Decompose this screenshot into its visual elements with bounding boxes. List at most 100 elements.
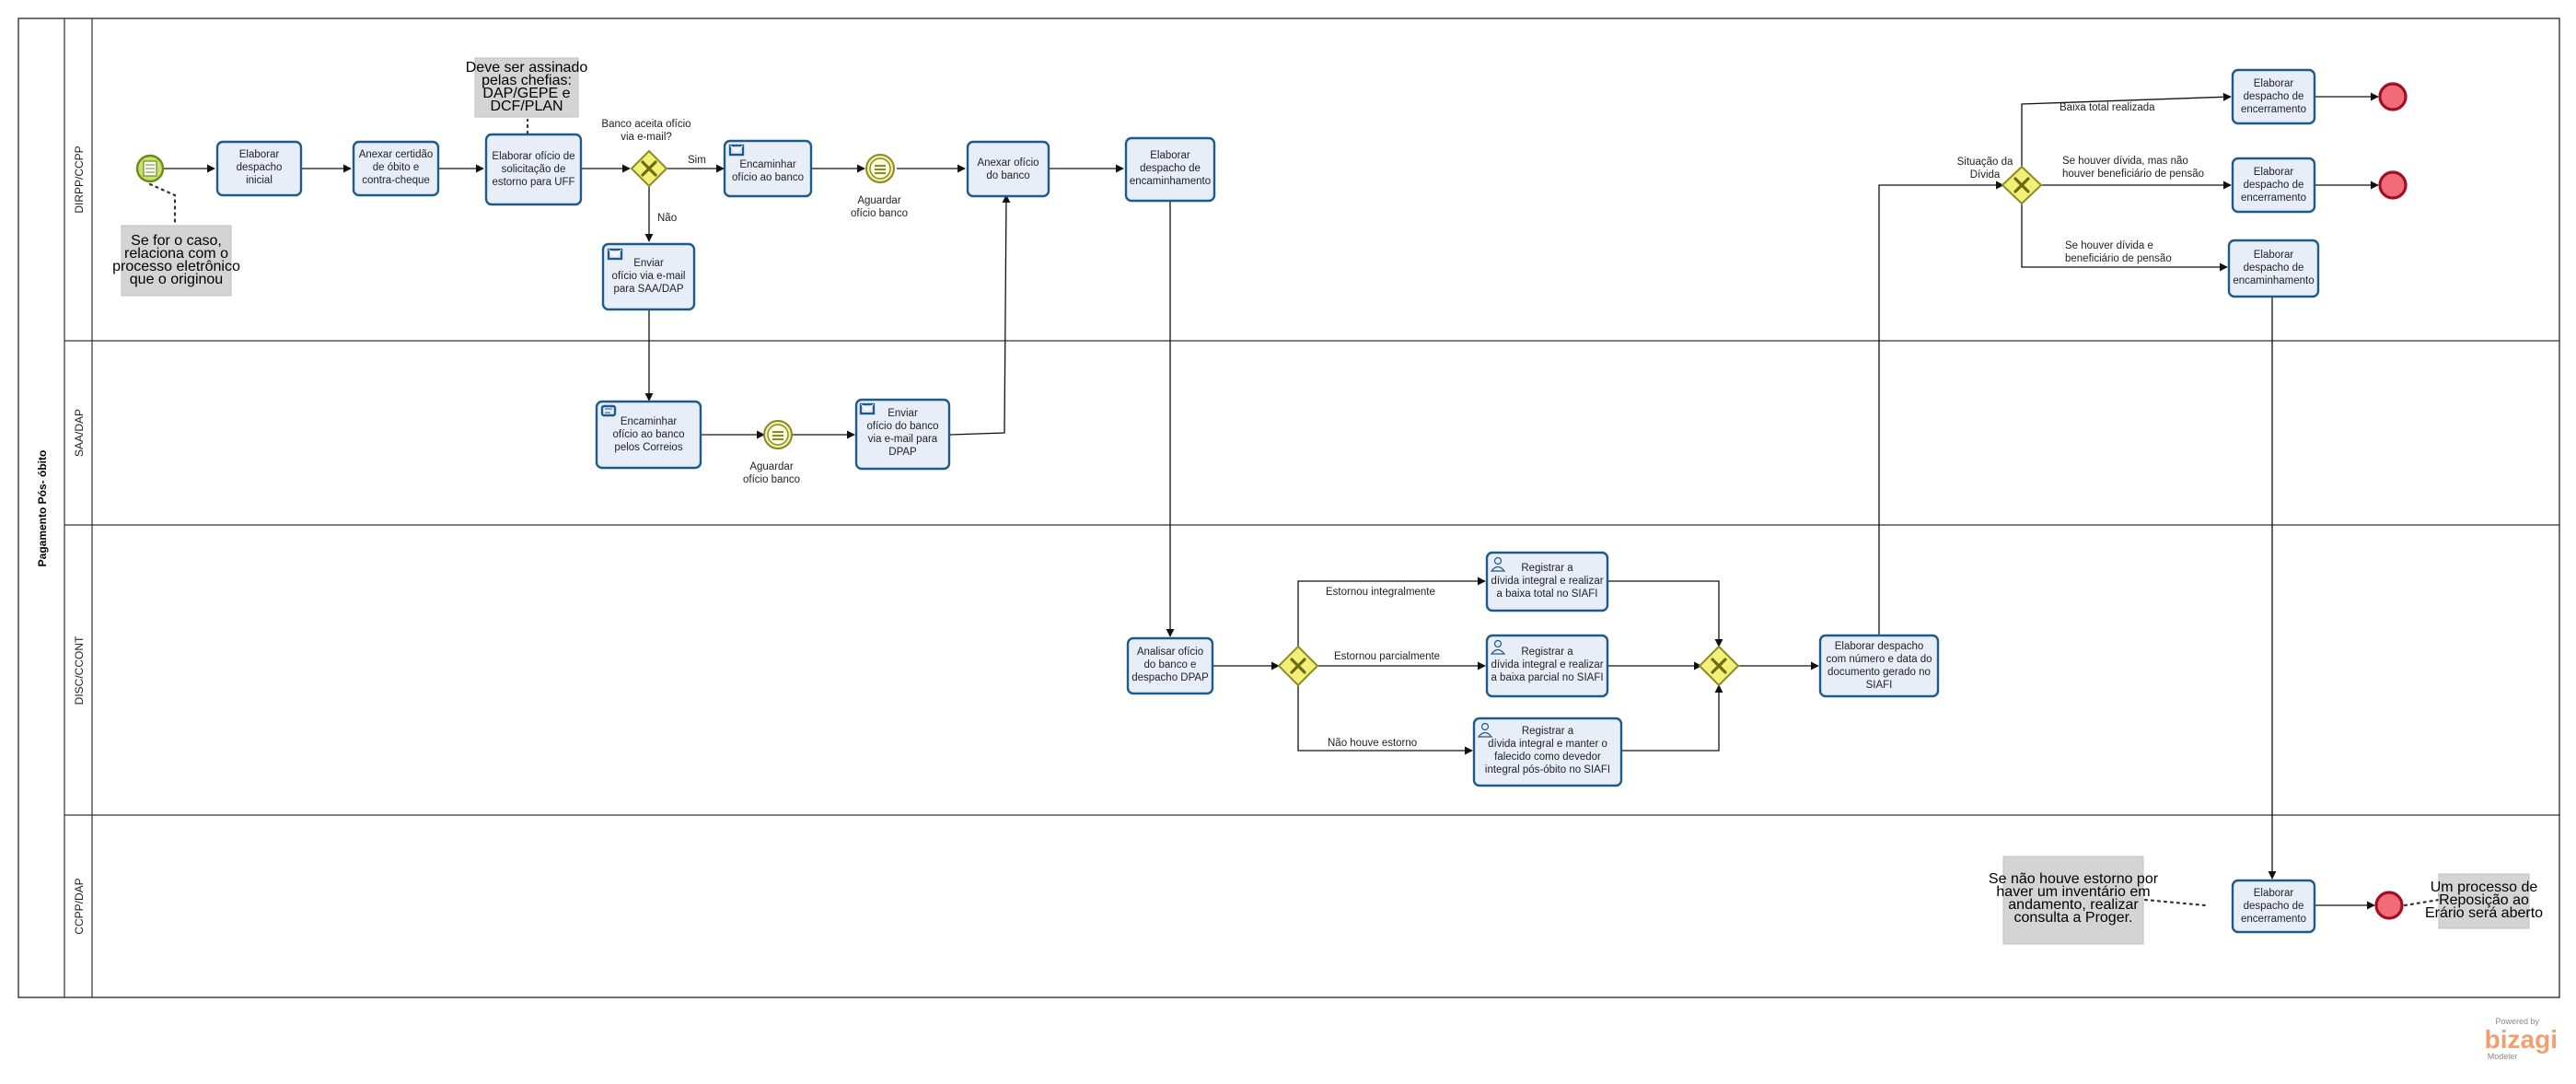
flow-label-nao: Não	[657, 213, 677, 224]
note-line: relaciona com o	[124, 246, 228, 262]
exclusive-x-icon	[1711, 658, 1727, 674]
start-event[interactable]	[135, 154, 165, 183]
gateway-banco-aceita[interactable]	[630, 149, 668, 188]
exclusive-x-icon	[1290, 658, 1306, 674]
task-line: despacho de	[1140, 163, 1201, 174]
flow-label-baixa-total: Baixa total realizada	[2060, 102, 2155, 113]
logo-text: bizagi	[2485, 1025, 2558, 1054]
task-line: Encaminhar	[739, 159, 796, 170]
task-line: Anexar certidão	[359, 149, 434, 160]
task-line: despacho de	[2244, 180, 2304, 191]
task-line: Registrar a	[1522, 726, 1574, 737]
task-line: SIAFI	[1866, 680, 1893, 691]
gateway-situacao-divida[interactable]	[2001, 165, 2043, 205]
event-label: ofício banco	[851, 208, 908, 219]
task-line: encerramento	[2241, 192, 2306, 204]
exclusive-x-icon	[2013, 177, 2030, 193]
task-line: DPAP	[888, 447, 917, 458]
task-line: Elaborar	[2254, 78, 2294, 89]
task-line: dívida integral e realizar	[1491, 576, 1603, 587]
note-line: que o originou	[130, 272, 223, 287]
task-despacho-encerramento-1[interactable]: Elaborar despacho de encerramento	[2231, 68, 2316, 125]
task-line: Analisar ofício	[1137, 647, 1203, 658]
note-line: processo eletrônico	[112, 259, 240, 274]
end-event-1[interactable]	[2378, 82, 2408, 111]
note-line: pelas chefias:	[482, 73, 572, 88]
task-line: Registrar a	[1521, 563, 1573, 574]
flow-label-nao-houve-estorno: Não houve estorno	[1328, 738, 1417, 749]
gateway-estorno[interactable]	[1277, 645, 1319, 687]
lane-label-disc: DISC/CCONT	[73, 635, 86, 705]
task-line: Elaborar	[2254, 167, 2294, 178]
task-line: Anexar ofício	[977, 157, 1039, 169]
note-line: Se não houve estorno por	[1989, 871, 2159, 887]
task-line: solicitação de	[502, 164, 566, 175]
associations	[148, 118, 2442, 907]
gateway-question-label: Banco aceita ofício	[601, 119, 690, 130]
note-line: DAP/GEPE e	[482, 86, 570, 101]
note-line: Reposição ao	[2439, 892, 2529, 908]
task-line: despacho de	[2244, 901, 2304, 912]
flow-label-sem-beneficiario: Se houver dívida, mas não	[2062, 156, 2188, 167]
task-line: Enviar	[633, 258, 664, 269]
task-line: encerramento	[2241, 104, 2306, 115]
task-line: documento gerado no	[1828, 667, 1931, 678]
event-label: Aguardar	[857, 195, 900, 206]
event-label: ofício banco	[743, 474, 800, 485]
end-event-3[interactable]	[2374, 891, 2404, 920]
sequence-flows	[164, 92, 2379, 910]
task-line: pelos Correios	[614, 442, 682, 453]
flow-label-com-beneficiario: beneficiário de pensão	[2065, 253, 2172, 264]
send-message-icon	[728, 144, 745, 157]
task-line: Enviar	[888, 408, 918, 419]
flow-label-sem-beneficiario: houver beneficiário de pensão	[2062, 169, 2204, 180]
send-message-icon	[607, 248, 623, 261]
task-line: Elaborar ofício de	[492, 151, 574, 162]
note-line: DCF/PLAN	[490, 99, 563, 114]
bizagi-logo: Powered by bizagi Modeler	[2485, 1017, 2558, 1061]
task-line: integral pós-óbito no SIAFI	[1485, 764, 1610, 775]
end-event-2[interactable]	[2378, 170, 2408, 200]
gateway-merge-estorno[interactable]	[1698, 645, 1740, 687]
exclusive-x-icon	[641, 160, 657, 177]
timer-event-aguardar-1[interactable]	[865, 154, 895, 183]
task-registrar-baixa-total[interactable]: Registrar a dívida integral e realizar a b…	[1485, 551, 1609, 612]
product-text: Modeler	[2488, 1052, 2518, 1061]
task-line: despacho de	[2244, 262, 2304, 274]
flow-label-sim: Sim	[688, 155, 706, 166]
task-line: a baixa total no SIAFI	[1497, 589, 1598, 600]
timer-event-aguardar-2[interactable]	[763, 420, 793, 449]
note-line: andamento, realizar	[2008, 897, 2139, 913]
pool-title: Pagamento Pós- óbito	[36, 450, 49, 567]
lane-label-dirpp: DIRPP/CCPP	[73, 146, 86, 213]
task-line: ofício via e-mail	[612, 271, 686, 282]
task-line: despacho de	[2244, 91, 2304, 102]
lane-label-saa: SAA/DAP	[73, 409, 86, 457]
